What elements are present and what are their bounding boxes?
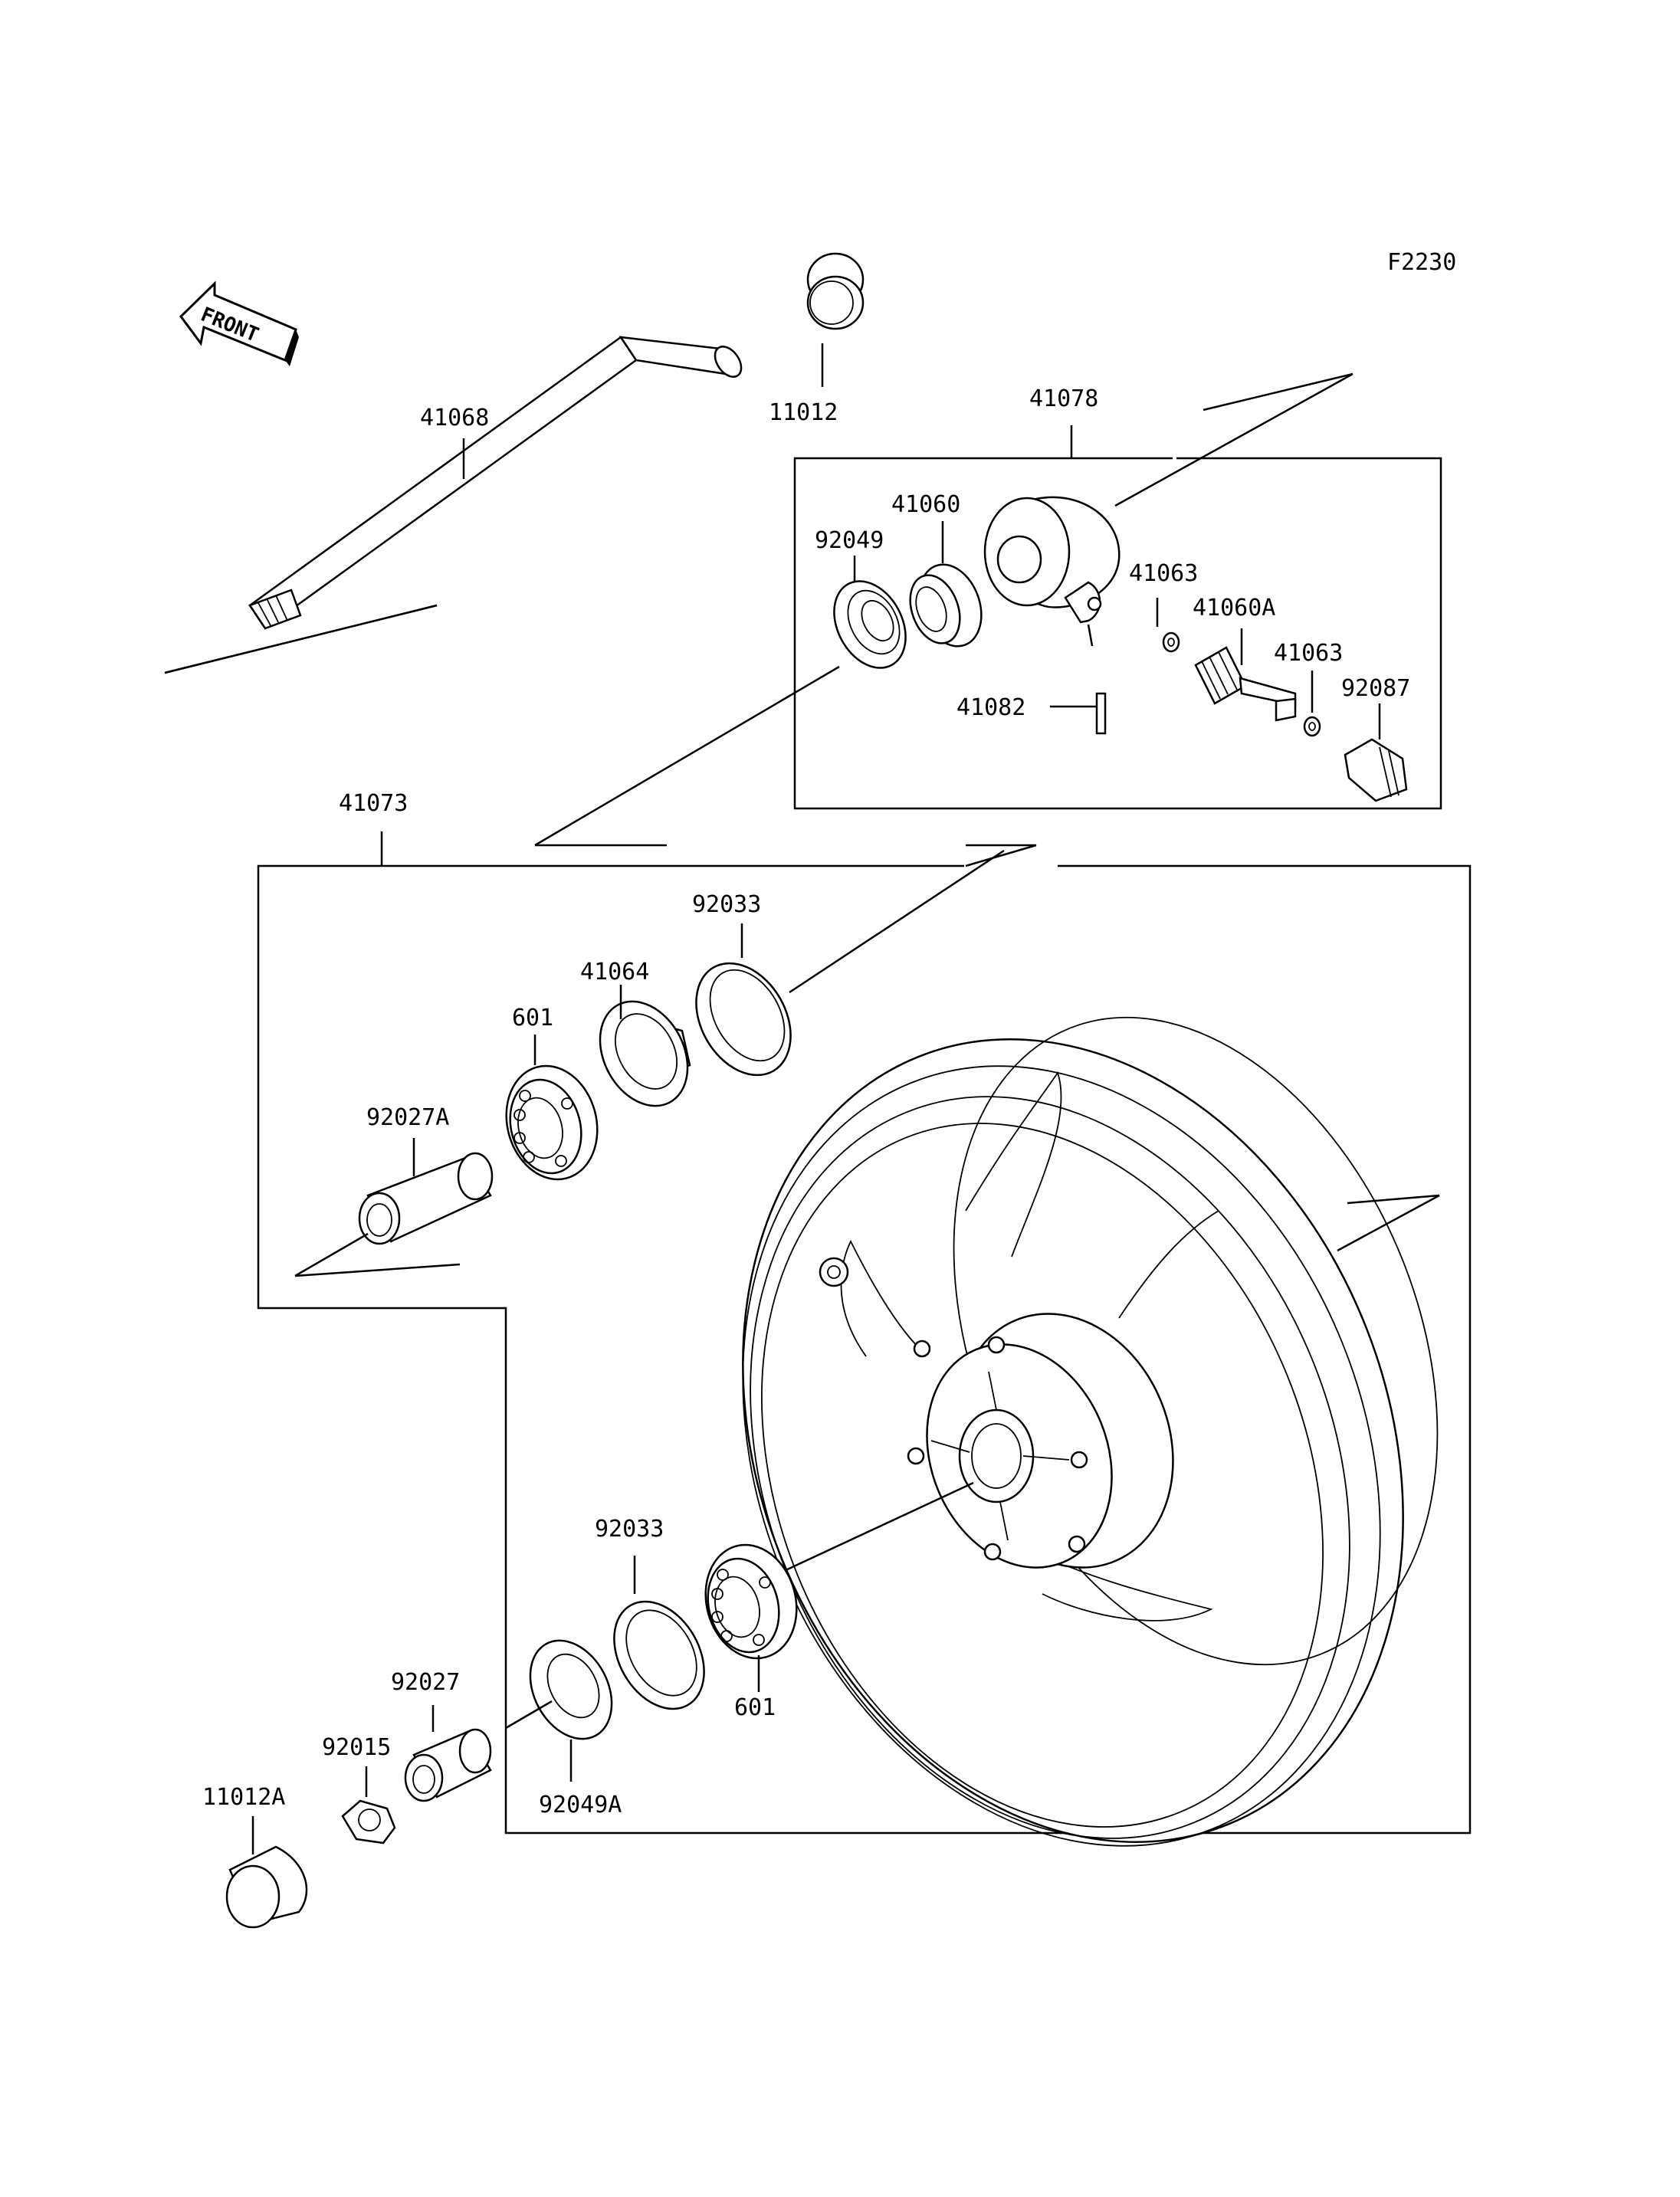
label-41060a: 41060A xyxy=(1193,595,1275,621)
ball-bearing-part xyxy=(704,1543,798,1660)
pinion-gear-part xyxy=(1194,646,1297,722)
label-41063-a: 41063 xyxy=(1129,560,1198,587)
label-92015: 92015 xyxy=(322,1734,391,1761)
label-92087: 92087 xyxy=(1341,675,1410,702)
gear-housing-part xyxy=(983,496,1121,624)
circlip-part xyxy=(613,1600,705,1710)
circlip-part xyxy=(695,962,792,1077)
speedometer-collar-part xyxy=(599,1000,691,1107)
oil-seal-part xyxy=(833,580,907,669)
label-41078: 41078 xyxy=(1029,385,1098,412)
label-11012a: 11012A xyxy=(202,1784,285,1811)
label-92049a: 92049A xyxy=(539,1792,622,1818)
washer-part xyxy=(1303,716,1321,737)
gear-assembly-frame xyxy=(793,457,1442,810)
label-41068: 41068 xyxy=(420,405,489,431)
oil-seal-part xyxy=(529,1639,613,1740)
bushing-part xyxy=(1344,738,1408,802)
label-92027: 92027 xyxy=(391,1669,460,1696)
label-92033-b: 92033 xyxy=(595,1516,664,1543)
ball-bearing-part xyxy=(505,1064,599,1181)
collar-cap-part xyxy=(225,1845,308,1929)
label-41060: 41060 xyxy=(891,491,960,518)
label-92027a: 92027A xyxy=(366,1104,449,1131)
washer-part xyxy=(1162,631,1180,653)
nut-part xyxy=(341,1799,396,1844)
collar-part xyxy=(806,252,865,330)
spacer-part xyxy=(404,1728,492,1802)
label-601-a: 601 xyxy=(512,1005,553,1031)
front-arrow-icon: FRONT xyxy=(179,280,299,366)
spacer-part xyxy=(358,1152,494,1245)
axle-part xyxy=(248,336,743,630)
label-92033-a: 92033 xyxy=(692,891,761,918)
wheel-hub-part xyxy=(907,1313,1174,1569)
label-41063-b: 41063 xyxy=(1274,640,1343,667)
drive-gear-part xyxy=(909,563,983,648)
label-41073: 41073 xyxy=(339,790,408,817)
label-41064: 41064 xyxy=(580,959,649,985)
label-11012: 11012 xyxy=(769,399,838,426)
label-92049: 92049 xyxy=(815,527,884,554)
label-41082: 41082 xyxy=(956,694,1025,721)
wheel-assembly-frame xyxy=(257,864,1472,1835)
label-601-b: 601 xyxy=(734,1694,776,1721)
figure-code: F2230 xyxy=(1387,249,1456,276)
pin-part xyxy=(1095,692,1107,735)
